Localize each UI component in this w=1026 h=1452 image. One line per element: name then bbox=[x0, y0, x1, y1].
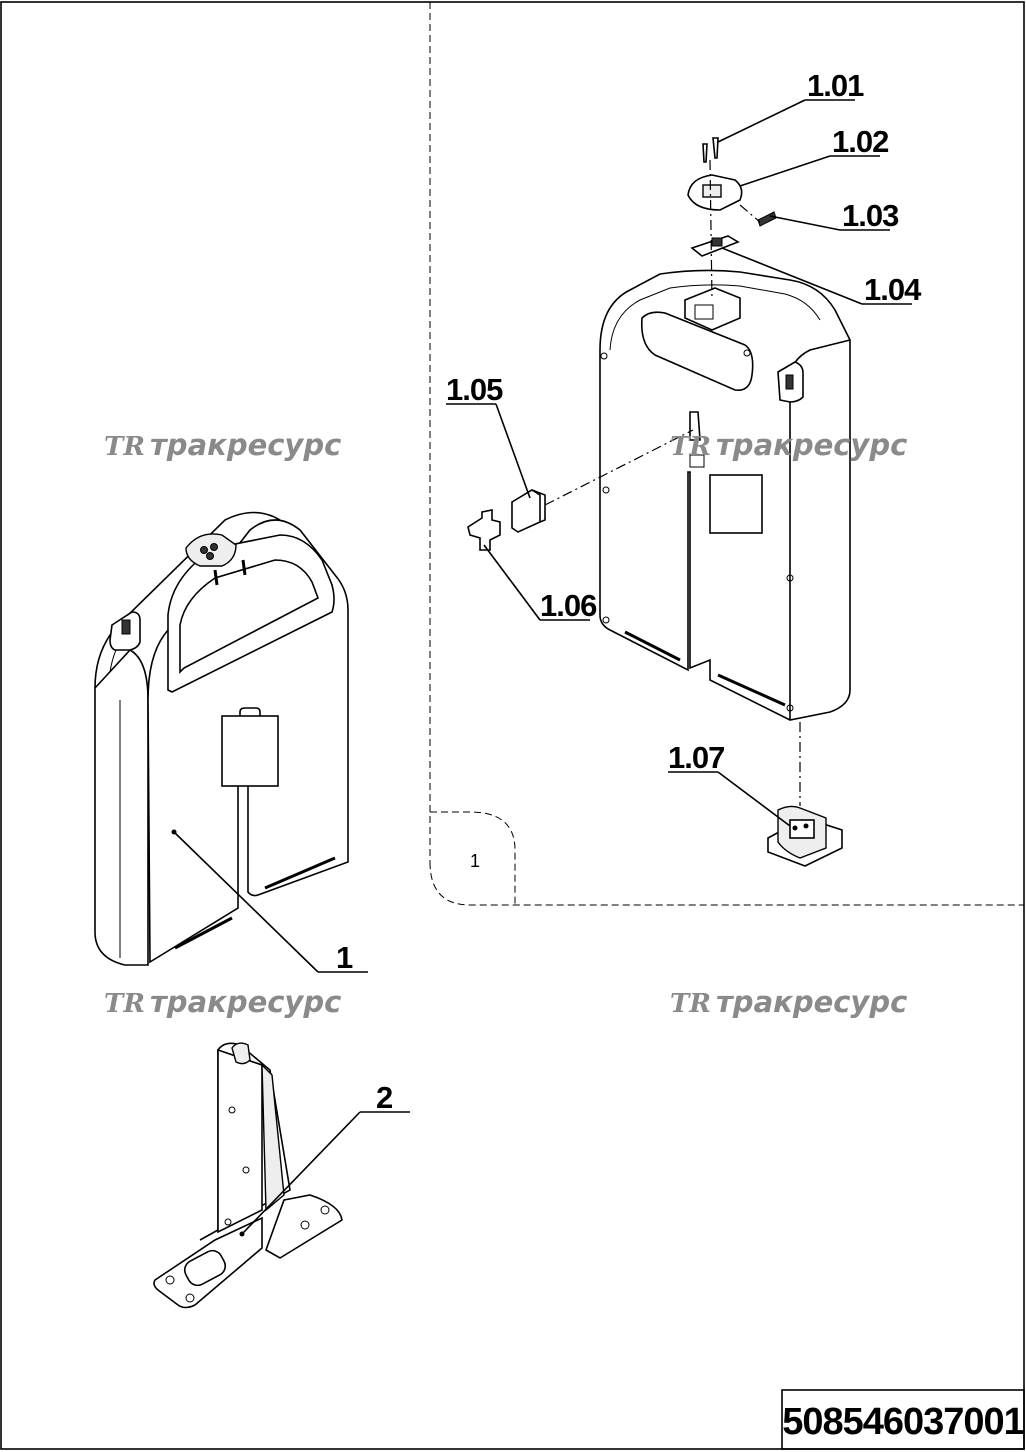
bracket-upright bbox=[217, 1048, 263, 1234]
svg-text:тракресурс: тракресурс bbox=[150, 985, 341, 1019]
callout-1-06: 1.06 bbox=[540, 588, 597, 623]
part-1-02-cover bbox=[687, 174, 743, 211]
detail-label: 1 bbox=[470, 851, 480, 871]
callout-1-02: 1.02 bbox=[832, 124, 888, 159]
callout-1-04: 1.04 bbox=[864, 272, 922, 307]
part-1-07-connector bbox=[767, 805, 843, 867]
assembly-lines bbox=[544, 159, 801, 806]
svg-text:TR: TR bbox=[670, 432, 711, 462]
part-1-03-spring bbox=[757, 211, 777, 227]
watermark-top-left: TR тракресурс bbox=[104, 428, 341, 462]
handle-slot bbox=[640, 311, 754, 392]
part-1-04-latch bbox=[690, 235, 740, 257]
part-1-05-clip bbox=[511, 489, 546, 533]
watermark-bottom-left: TR тракресурс bbox=[104, 985, 341, 1019]
svg-text:TR: TR bbox=[104, 432, 145, 462]
part-2-bracket bbox=[153, 1042, 343, 1309]
part-1-01-screws bbox=[702, 137, 719, 163]
detail-1-exploded-box bbox=[599, 269, 851, 721]
box-side-face bbox=[94, 648, 149, 966]
svg-text:тракресурс: тракресурс bbox=[716, 428, 907, 462]
callout-2: 2 bbox=[376, 1080, 392, 1115]
callout-1-03: 1.03 bbox=[842, 198, 899, 233]
sheet-number-box bbox=[781, 1389, 1025, 1450]
watermark-top-right: TR тракресурс bbox=[670, 428, 907, 462]
svg-text:TR: TR bbox=[670, 989, 711, 1019]
label-plate-detail bbox=[709, 474, 763, 534]
callout-1-01: 1.01 bbox=[807, 68, 864, 103]
callout-1: 1 bbox=[336, 940, 353, 975]
bracket-base-right bbox=[265, 1194, 343, 1259]
callout-1-07: 1.07 bbox=[668, 740, 724, 775]
part-1-06-plate bbox=[467, 509, 501, 551]
part-1-assembly bbox=[94, 511, 349, 966]
top-connector bbox=[185, 533, 237, 567]
callout-1-05: 1.05 bbox=[446, 372, 503, 407]
watermark-bottom-right: TR тракресурс bbox=[670, 985, 907, 1019]
svg-text:тракресурс: тракресурс bbox=[150, 428, 341, 462]
leader-lines bbox=[173, 99, 912, 1235]
label-plate bbox=[221, 715, 279, 787]
svg-text:TR: TR bbox=[104, 989, 145, 1019]
sheet-number: 508546037001 bbox=[782, 1401, 1024, 1443]
svg-text:тракресурс: тракресурс bbox=[716, 985, 907, 1019]
detail-boundary bbox=[429, 2, 1024, 906]
